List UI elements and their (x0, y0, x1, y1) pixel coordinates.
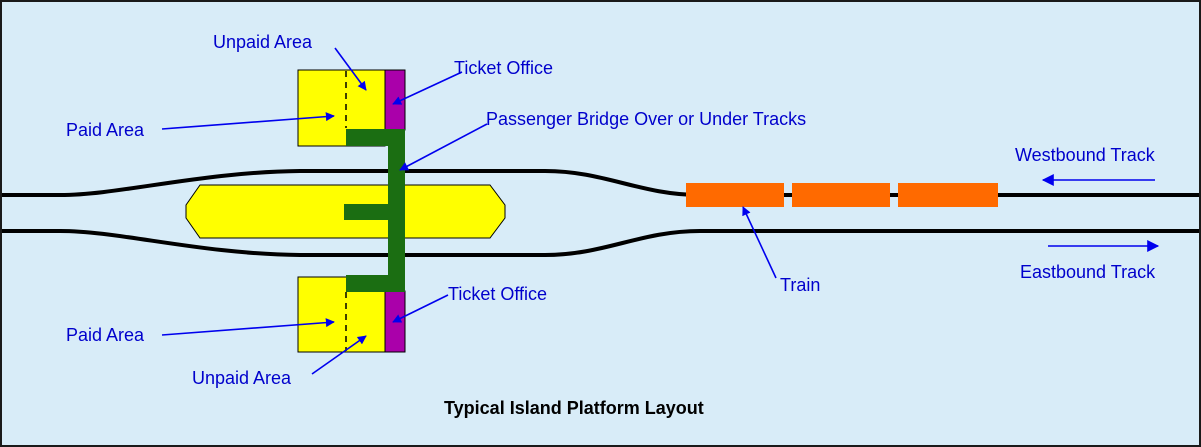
label-paid-area-top: Paid Area (66, 120, 145, 140)
diagram-title: Typical Island Platform Layout (444, 398, 704, 418)
label-ticket-office-bottom: Ticket Office (448, 284, 547, 304)
westbound-track-line (2, 169, 1199, 197)
bridge-bottom-connector (346, 275, 405, 292)
arrow-ticket-office-bottom (392, 294, 449, 323)
label-westbound-track: Westbound Track (1015, 145, 1156, 165)
train-car-1 (686, 183, 784, 207)
arrow-ticket-office-top (392, 71, 463, 105)
arrow-paid-area-bottom (161, 318, 335, 336)
bridge-platform-stair (344, 204, 404, 220)
arrow-train (742, 206, 777, 279)
arrow-paid-area-top (161, 112, 335, 130)
top-station-building (297, 69, 406, 147)
label-paid-area-bottom: Paid Area (66, 325, 145, 345)
arrow-bridge (399, 123, 488, 171)
label-train: Train (780, 275, 820, 295)
label-ticket-office-top: Ticket Office (454, 58, 553, 78)
label-unpaid-area-bottom: Unpaid Area (192, 368, 292, 388)
eastbound-track-line (2, 229, 1199, 257)
label-passenger-bridge: Passenger Bridge Over or Under Tracks (486, 109, 806, 129)
label-eastbound-track: Eastbound Track (1020, 262, 1156, 282)
arrow-unpaid-area-bottom (311, 335, 367, 375)
label-unpaid-area-top: Unpaid Area (213, 32, 313, 52)
train (686, 183, 998, 207)
passenger-bridge (344, 129, 405, 292)
train-car-2 (792, 183, 890, 207)
train-car-3 (898, 183, 998, 207)
arrow-unpaid-area-top (334, 47, 367, 91)
